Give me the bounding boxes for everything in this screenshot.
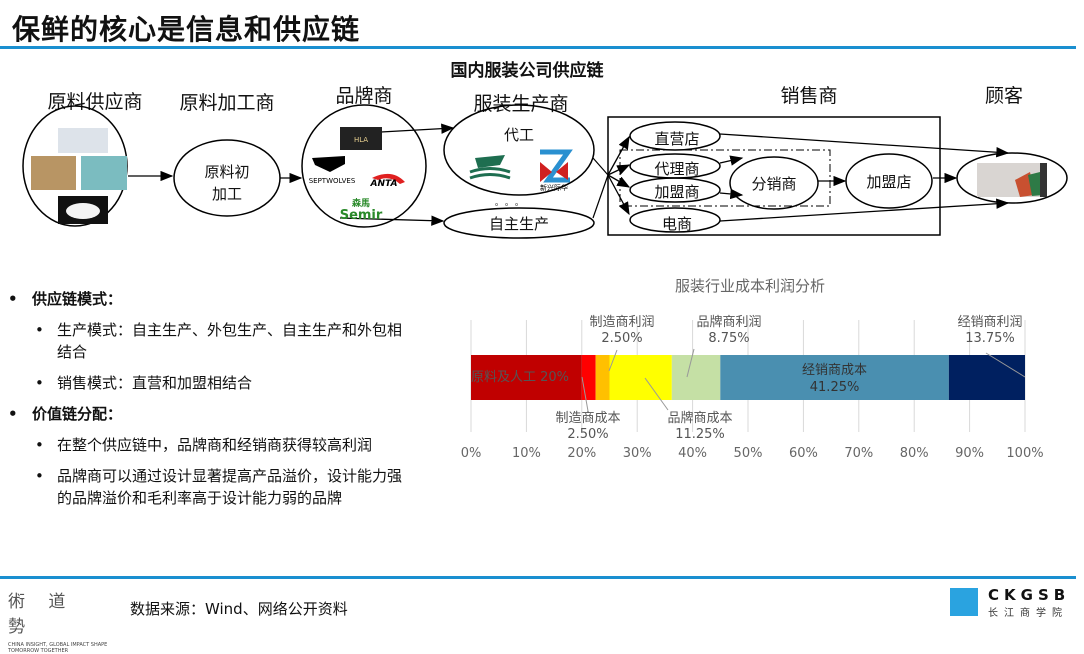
x-tick-label: 80% [900, 446, 929, 461]
direct-store-label: 直营店 [654, 130, 699, 148]
x-tick-label: 40% [678, 446, 707, 461]
hemp-image [31, 156, 76, 190]
bar-segment-3 [595, 355, 610, 400]
franchise-store-label: 加盟店 [866, 173, 911, 191]
anta-logo [372, 173, 405, 184]
bar-segment-7 [948, 355, 1025, 400]
data-label-brand-cost-name: 品牌商成本 [667, 410, 732, 426]
data-label-dist-profit-name: 经销商利润 [957, 315, 1022, 330]
bullet-item: •销售模式：直营和加盟相结合 [35, 374, 253, 392]
bar-segment-2 [581, 355, 596, 400]
x-tick-label: 30% [623, 446, 652, 461]
chart-title: 服装行业成本利润分析 [675, 277, 825, 295]
bullet-item: •价值链分配： [8, 405, 123, 423]
oem-node [443, 104, 595, 196]
oem-logo-green [475, 155, 505, 168]
distributor-label: 分销商 [751, 175, 796, 193]
svg-text:新兴际华: 新兴际华 [540, 183, 568, 192]
ellipsis: 。。。 [495, 198, 529, 207]
processing-label-2: 加工 [212, 185, 242, 203]
cotton-image [58, 128, 108, 153]
bullet-list: •供应链模式： •生产模式：自主生产、外包生产、自主生产和外包相结合 •销售模式… [8, 288, 412, 509]
agent-label: 代理商 [654, 160, 699, 178]
xinxing-logo [540, 149, 573, 183]
silk-image [81, 156, 127, 190]
bullet-item: •品牌商可以通过设计显著提高产品溢价，设计能力强的品牌溢价和毛利率高于设计能力弱… [35, 467, 403, 507]
septwolves-logo [312, 156, 345, 172]
data-label-mfr-profit-name: 制造商利润 [589, 315, 654, 330]
oem-label: 代工 [504, 126, 534, 144]
processing-label-1: 原料初 [204, 163, 249, 181]
header-customer: 顾客 [984, 85, 1024, 107]
svg-text:HLA: HLA [354, 136, 368, 144]
page-title: 保鲜的核心是信息和供应链 [12, 13, 361, 46]
x-tick-label: 100% [1006, 446, 1043, 461]
supply-chain-diagram: HLA SEPTWOLVES ANTA 森馬 Semir 新兴际华 。。。 原料… [22, 104, 1068, 239]
data-label-brand-profit-name: 品牌商利润 [696, 314, 761, 330]
data-source: 数据来源：Wind、网络公开资料 [130, 600, 348, 618]
data-label-dist-cost: 41.25% [810, 380, 860, 395]
diagram-title: 国内服装公司供应链 [450, 61, 604, 81]
bar-segment-1 [471, 355, 582, 400]
ckgsb-logo-cn: 长江商学院 [988, 608, 1068, 619]
ckgsb-logo-text: CKGSB [988, 586, 1071, 604]
data-label-mfr-cost: 2.50% [567, 427, 608, 442]
svg-text:SEPTWOLVES: SEPTWOLVES [309, 177, 356, 185]
data-label-mfr-cost-name: 制造商成本 [555, 411, 620, 426]
bullet-item: •供应链模式： [8, 290, 123, 308]
header-raw-supplier: 原料供应商 [47, 91, 143, 113]
bullet-item: •在整个供应链中，品牌商和经销商获得较高利润 [35, 436, 373, 454]
self-production-label: 自主生产 [489, 215, 549, 233]
cost-profit-chart: 服装行业成本利润分析 原料及人工 20%制造商成本2.50%制造商利润2.50%… [461, 277, 1044, 461]
footer-divider [0, 576, 1076, 579]
x-tick-label: 10% [512, 446, 541, 461]
bullet-item: •生产模式：自主生产、外包生产、自主生产和外包相结合 [35, 321, 403, 361]
title-divider [0, 46, 1076, 49]
ecommerce-label: 电商 [662, 215, 692, 233]
data-label-brand-profit: 8.75% [708, 331, 749, 346]
semir-logo: Semir [340, 208, 383, 223]
data-label-dist-profit: 13.75% [965, 331, 1015, 346]
franchisee-label: 加盟商 [654, 183, 699, 201]
header-manufacturer: 服装生产商 [473, 93, 569, 115]
x-tick-label: 50% [734, 446, 763, 461]
header-brand: 品牌商 [335, 85, 393, 107]
ckgsb-logo-icon [950, 588, 978, 616]
header-retailer: 销售商 [780, 85, 838, 107]
semir-logo-cn: 森馬 [352, 197, 370, 209]
left-logo: 術 道 勢 CHINA INSIGHT, GLOBAL IMPACT SHAPE… [8, 592, 108, 654]
svg-text:ANTA: ANTA [370, 179, 398, 189]
bar-segment-5 [671, 355, 721, 400]
bar-segment-6 [720, 355, 949, 400]
x-tick-label: 60% [789, 446, 818, 461]
x-tick-label: 90% [955, 446, 984, 461]
x-tick-label: 0% [461, 446, 482, 461]
brand-circle [301, 104, 427, 228]
x-tick-label: 70% [844, 446, 873, 461]
data-label-dist-cost-name: 经销商成本 [802, 363, 867, 378]
bar-segment-4 [609, 355, 672, 400]
header-raw-processor: 原料加工商 [179, 92, 275, 114]
data-label-raw: 原料及人工 20% [471, 370, 569, 385]
distribution-box [619, 149, 831, 207]
x-tick-label: 20% [567, 446, 596, 461]
data-label-mfr-profit: 2.50% [601, 331, 642, 346]
hla-logo [340, 127, 382, 150]
data-label-brand-cost: 11.25% [675, 427, 725, 442]
